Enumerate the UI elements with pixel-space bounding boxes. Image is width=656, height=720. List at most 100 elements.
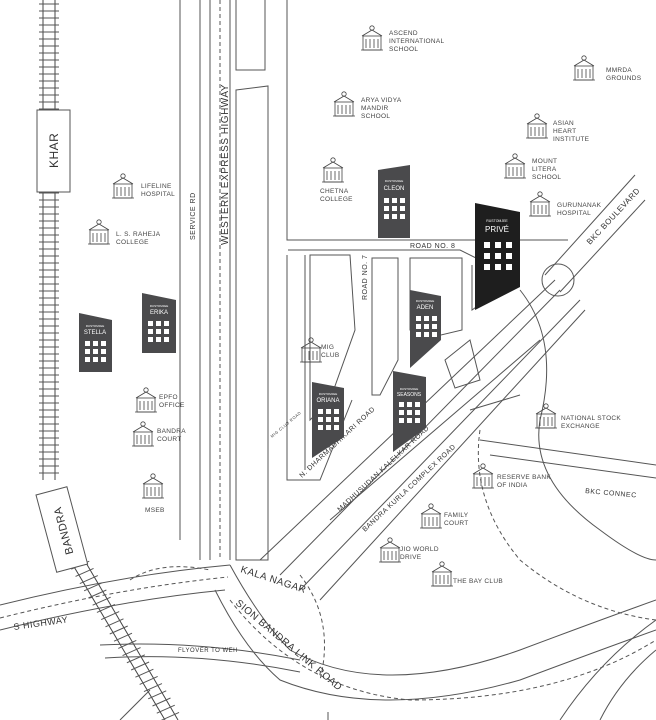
building-window [334, 409, 339, 414]
building-window [85, 357, 90, 362]
building-window [400, 214, 405, 219]
building-window [101, 349, 106, 354]
building-window [399, 410, 404, 415]
building-window [318, 417, 323, 422]
building-window [326, 409, 331, 414]
service-rd-label: SERVICE RD [190, 192, 197, 240]
building-window [101, 357, 106, 362]
stella-name: STELLA [84, 330, 106, 336]
club-icon [300, 337, 322, 363]
building-window [399, 418, 404, 423]
hospital-icon [529, 191, 551, 217]
building-window [484, 242, 490, 248]
building-window [326, 425, 331, 430]
building-window [415, 402, 420, 407]
building-window [384, 214, 389, 219]
building-window [399, 402, 404, 407]
building-window [85, 349, 90, 354]
building-window [484, 253, 490, 259]
building-window [495, 264, 501, 270]
flyover-label: FLYOVER TO WEH [178, 648, 238, 654]
road-no-8-label: ROAD NO. 8 [410, 243, 455, 250]
rail-tie [130, 661, 150, 671]
rail-tie [79, 575, 99, 585]
building-window [407, 410, 412, 415]
building-window [384, 206, 389, 211]
building-window [384, 198, 389, 203]
building-window [415, 410, 420, 415]
rail-tie [75, 567, 94, 577]
rail-tie [143, 683, 163, 693]
weh-label: WESTERN EXPRESS HIGHWAY [220, 84, 231, 245]
stock-exchange-icon [535, 403, 557, 429]
svg-text:MSEB: MSEB [145, 507, 165, 514]
stella-brand: RUSTOMJEE [86, 324, 104, 328]
building-window [415, 418, 420, 423]
building-window [334, 417, 339, 422]
rail-tie [105, 618, 124, 628]
rail-tie [88, 589, 107, 599]
building-window [506, 253, 512, 259]
building-window [392, 214, 397, 219]
aden-brand: RUSTOMJEE [416, 299, 434, 303]
school-icon [361, 25, 383, 51]
khar-label: KHAR [47, 133, 61, 168]
office-icon [135, 387, 157, 413]
building-window [400, 198, 405, 203]
power-station-icon [142, 473, 164, 499]
rail-tie [122, 647, 141, 657]
building-window [318, 425, 323, 430]
sion-bandra-label: SION BANDRA LINK ROAD [233, 598, 344, 694]
building-window [400, 206, 405, 211]
hospital-icon [526, 113, 548, 139]
cleon-name: CLEON [384, 186, 405, 192]
college-icon [322, 157, 344, 183]
building-window [93, 349, 98, 354]
building-windows [85, 198, 512, 430]
rail-tie [109, 625, 128, 635]
building-window [93, 357, 98, 362]
building-window [407, 402, 412, 407]
building-window [156, 321, 161, 326]
building-window [484, 264, 490, 270]
erika-name: ERIKA [150, 310, 168, 316]
building-window [392, 206, 397, 211]
bank-icon [472, 463, 494, 489]
building-window [326, 417, 331, 422]
club-icon [431, 561, 453, 587]
building-window [506, 264, 512, 270]
prive-brand: RUSTOMJEE [486, 219, 508, 223]
oriana-brand: RUSTOMJEE [319, 392, 337, 396]
cleon-brand: RUSTOMJEE [385, 179, 403, 183]
mig-club-road-label: MIG CLUB ROAD [269, 410, 302, 439]
rail-tie [148, 690, 167, 700]
aden-name: ADEN [417, 305, 434, 311]
building-window [148, 321, 153, 326]
oriana-name: ORIANA [316, 398, 339, 404]
building-window [334, 425, 339, 430]
road-no-7-label: ROAD NO. 7 [362, 255, 369, 300]
building-window [424, 332, 429, 337]
s-highway-label: S HIGHWAY [13, 614, 69, 632]
grounds-icon [573, 55, 595, 81]
court-icon [420, 503, 442, 529]
building-window [424, 324, 429, 329]
rail-tie [152, 697, 171, 707]
rail-tie [156, 704, 175, 714]
building-window [164, 337, 169, 342]
